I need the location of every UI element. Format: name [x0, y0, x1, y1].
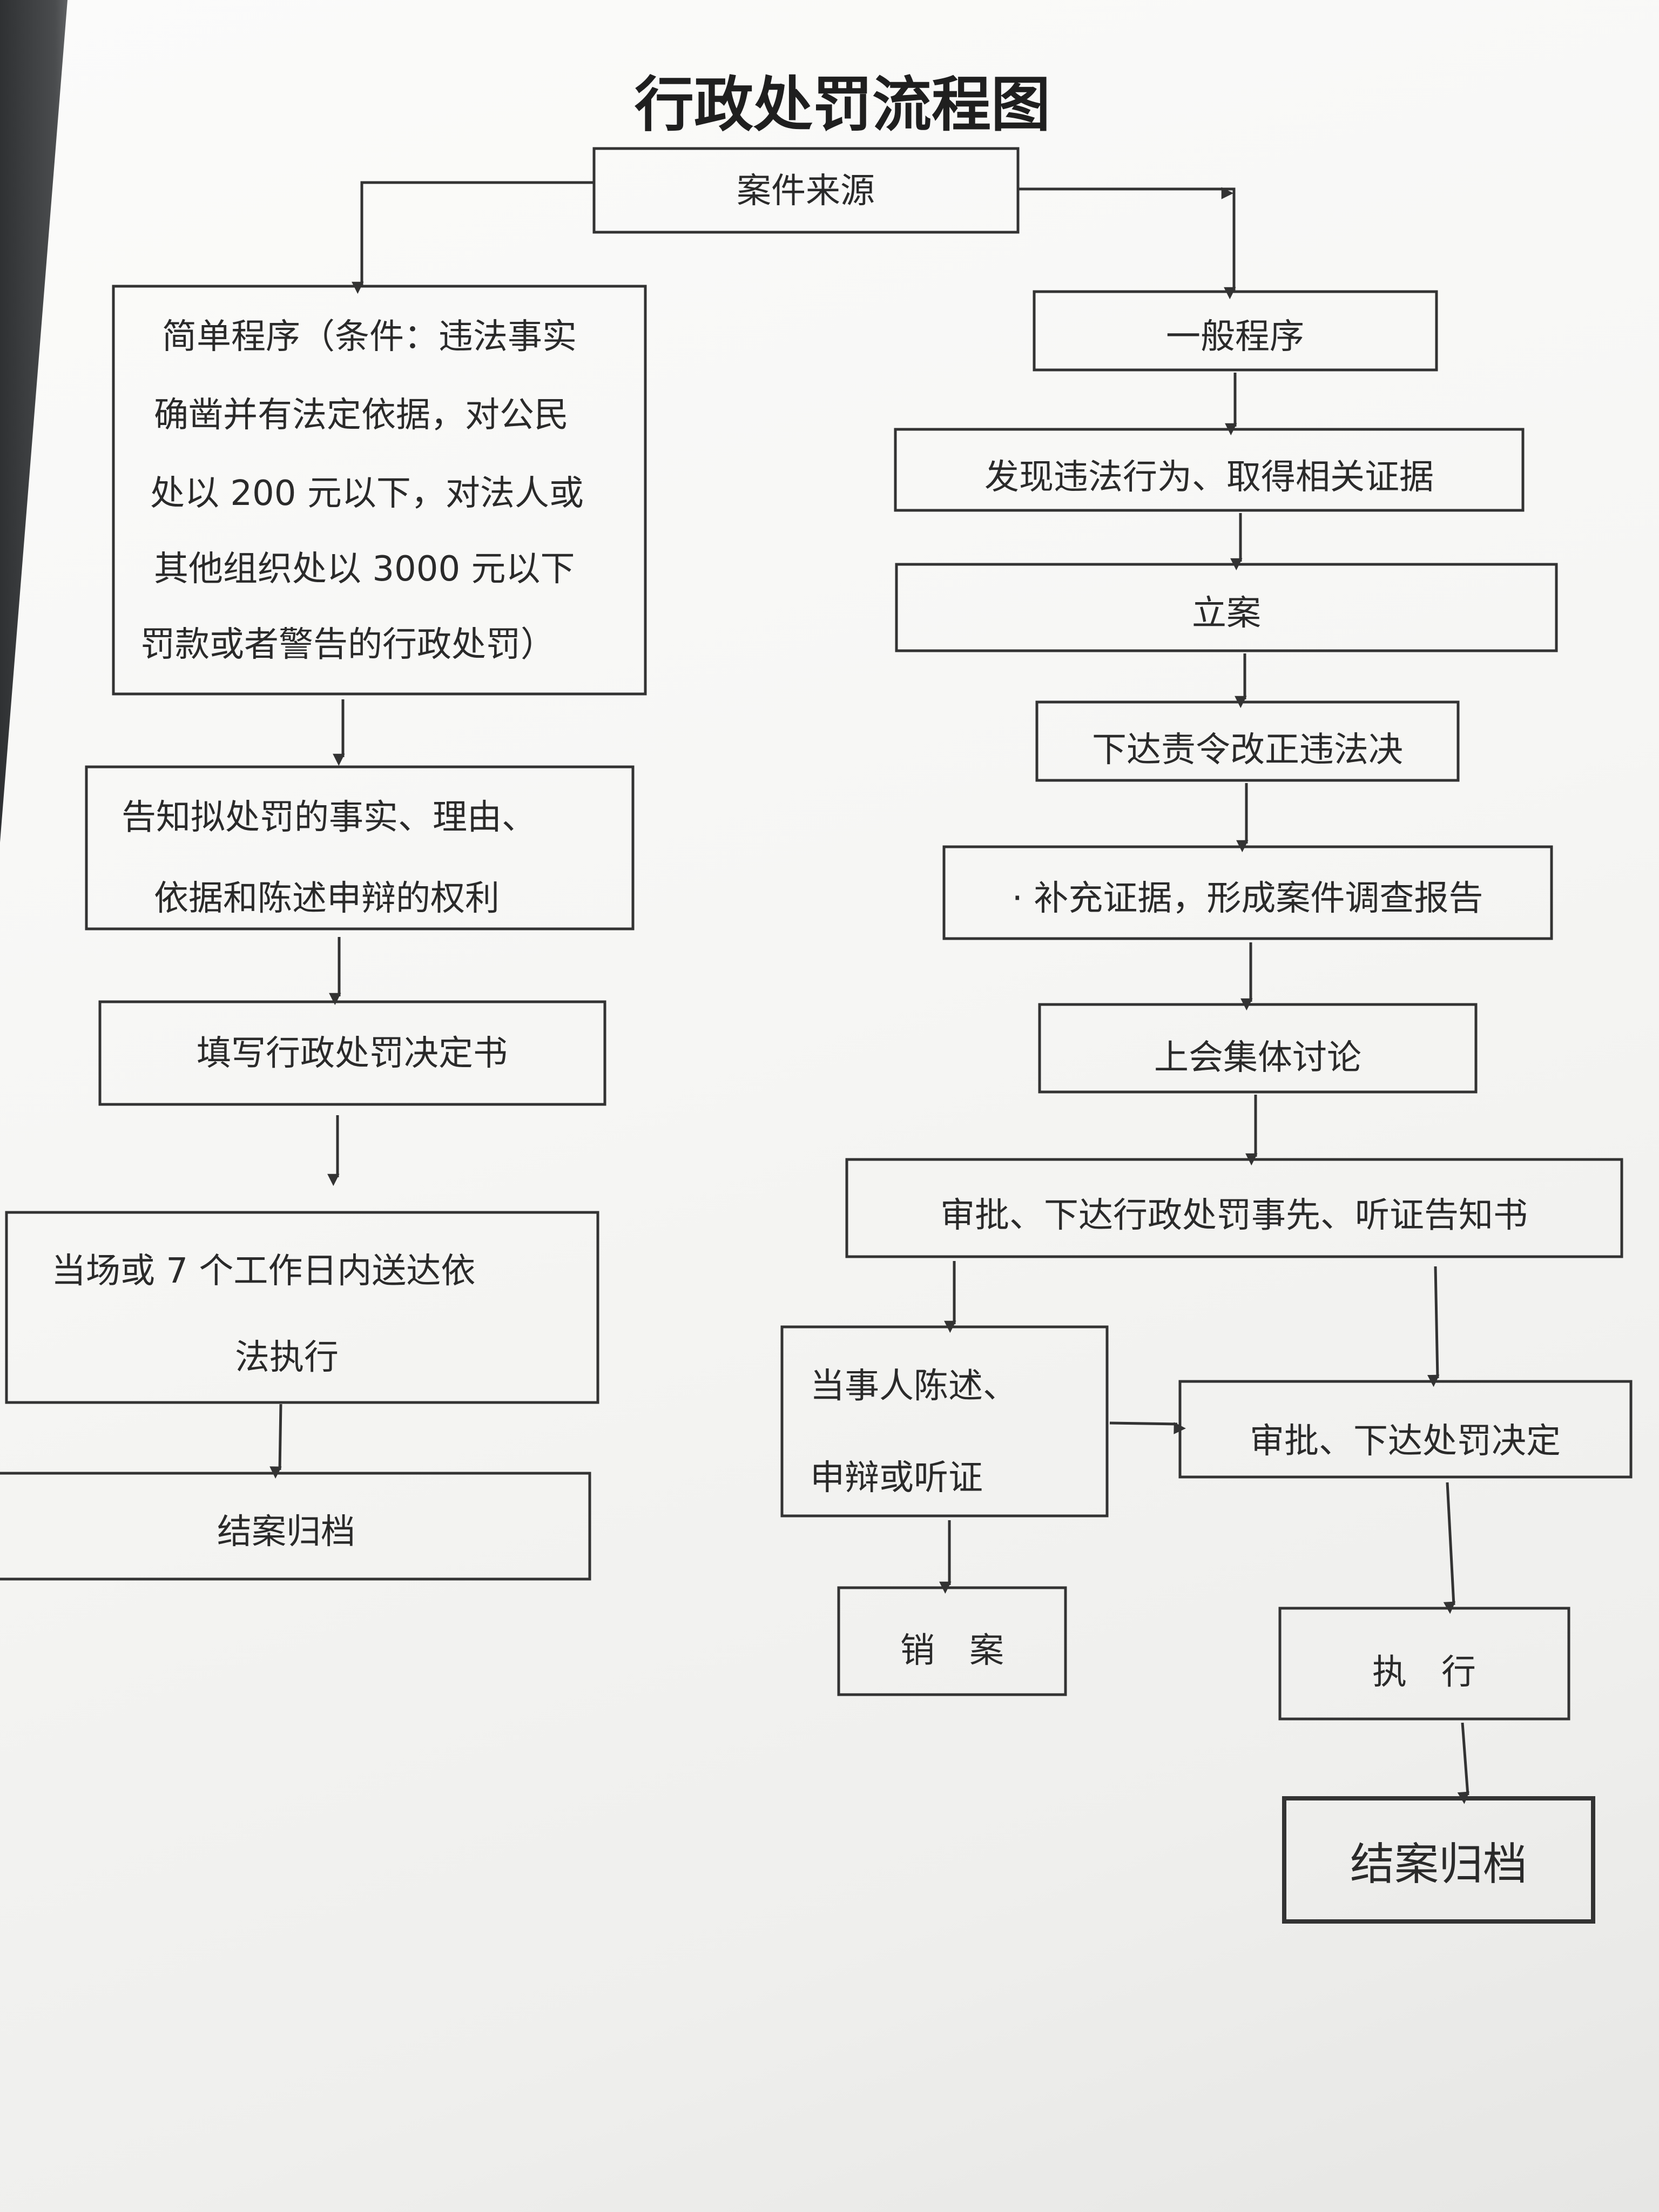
edge-source-to-simple [352, 181, 594, 294]
diagram-title: 行政处罚流程图 [635, 70, 1050, 139]
node-approve-decision: 审批、下达处罚决定 [1178, 1380, 1633, 1479]
node-archive-left: 结案归档 [0, 1472, 591, 1581]
node-fill-decision: 填写行政处罚决定书 [98, 1000, 606, 1106]
node-approve-decision-label: 审批、下达处罚决定 [1250, 1421, 1561, 1461]
node-supplement: · 补充证据，形成案件调查报告 [942, 845, 1553, 940]
node-cancel-case: 销 案 [837, 1586, 1067, 1696]
edge-notice-to-decision [1427, 1266, 1440, 1387]
edge-decision-to-execute [1443, 1482, 1456, 1614]
node-deliver-line-1: 当场或 7 个工作日内送达依 [51, 1251, 475, 1291]
edge-deliver-to-archive [269, 1404, 282, 1479]
edge-execute-to-archive [1457, 1722, 1470, 1804]
node-register-label: 立案 [1192, 594, 1261, 633]
node-simple-procedure: 简单程序（条件：违法事实 确凿并有法定依据，对公民 处以 200 元以下，对法人… [112, 285, 647, 696]
node-case-source: 案件来源 [592, 147, 1020, 234]
node-archive-left-label: 结案归档 [217, 1512, 355, 1552]
node-discover-label: 发现违法行为、取得相关证据 [984, 457, 1434, 497]
node-approve-notice-label: 审批、下达行政处罚事先、听证告知书 [940, 1196, 1528, 1236]
node-order-correct-label: 下达责令改正违法决 [1092, 730, 1403, 770]
node-discover: 发现违法行为、取得相关证据 [894, 428, 1525, 512]
node-case-source-label: 案件来源 [737, 171, 875, 211]
node-fill-decision-label: 填写行政处罚决定书 [197, 1034, 508, 1074]
node-execute: 执 行 [1278, 1607, 1570, 1721]
node-notify-line-1: 告知拟处罚的事实、理由、 [122, 798, 536, 838]
node-notify-line-2: 依据和陈述申辩的权利 [154, 879, 500, 919]
node-discussion: 上会集体讨论 [1038, 1003, 1478, 1094]
node-archive-right: 结案归档 [1282, 1796, 1595, 1924]
node-archive-right-label: 结案归档 [1350, 1839, 1527, 1890]
node-simple-procedure-line-5: 罚款或者警告的行政处罚） [140, 625, 555, 665]
edge-source-to-general [1018, 187, 1236, 300]
node-approve-notice: 审批、下达行政处罚事先、听证告知书 [845, 1158, 1623, 1258]
edge-statement-to-decision [1109, 1421, 1186, 1434]
node-discussion-label: 上会集体讨论 [1154, 1038, 1361, 1078]
node-cancel-case-label: 销 案 [900, 1631, 1004, 1671]
node-deliver-line-2: 法执行 [235, 1338, 339, 1378]
node-statement-line-2: 申辩或听证 [810, 1458, 983, 1498]
node-notify: 告知拟处罚的事实、理由、 依据和陈述申辩的权利 [85, 765, 635, 930]
node-supplement-label: · 补充证据，形成案件调查报告 [1012, 879, 1483, 919]
node-statement-line-1: 当事人陈述、 [810, 1366, 1017, 1406]
node-simple-procedure-line-4: 其他组织处以 3000 元以下 [154, 549, 575, 589]
node-order-correct: 下达责令改正违法决 [1035, 700, 1460, 782]
node-general-procedure-label: 一般程序 [1166, 317, 1304, 357]
node-simple-procedure-line-1: 简单程序（条件：违法事实 [162, 317, 577, 357]
node-simple-procedure-line-2: 确凿并有法定依据，对公民 [154, 395, 569, 435]
node-execute-label: 执 行 [1372, 1653, 1476, 1692]
node-general-procedure: 一般程序 [1033, 290, 1438, 372]
node-register: 立案 [895, 563, 1558, 652]
node-deliver: 当场或 7 个工作日内送达依 法执行 [5, 1211, 599, 1404]
node-simple-procedure-line-3: 处以 200 元以下，对法人或 [150, 474, 584, 514]
node-statement: 当事人陈述、 申辩或听证 [780, 1325, 1109, 1518]
